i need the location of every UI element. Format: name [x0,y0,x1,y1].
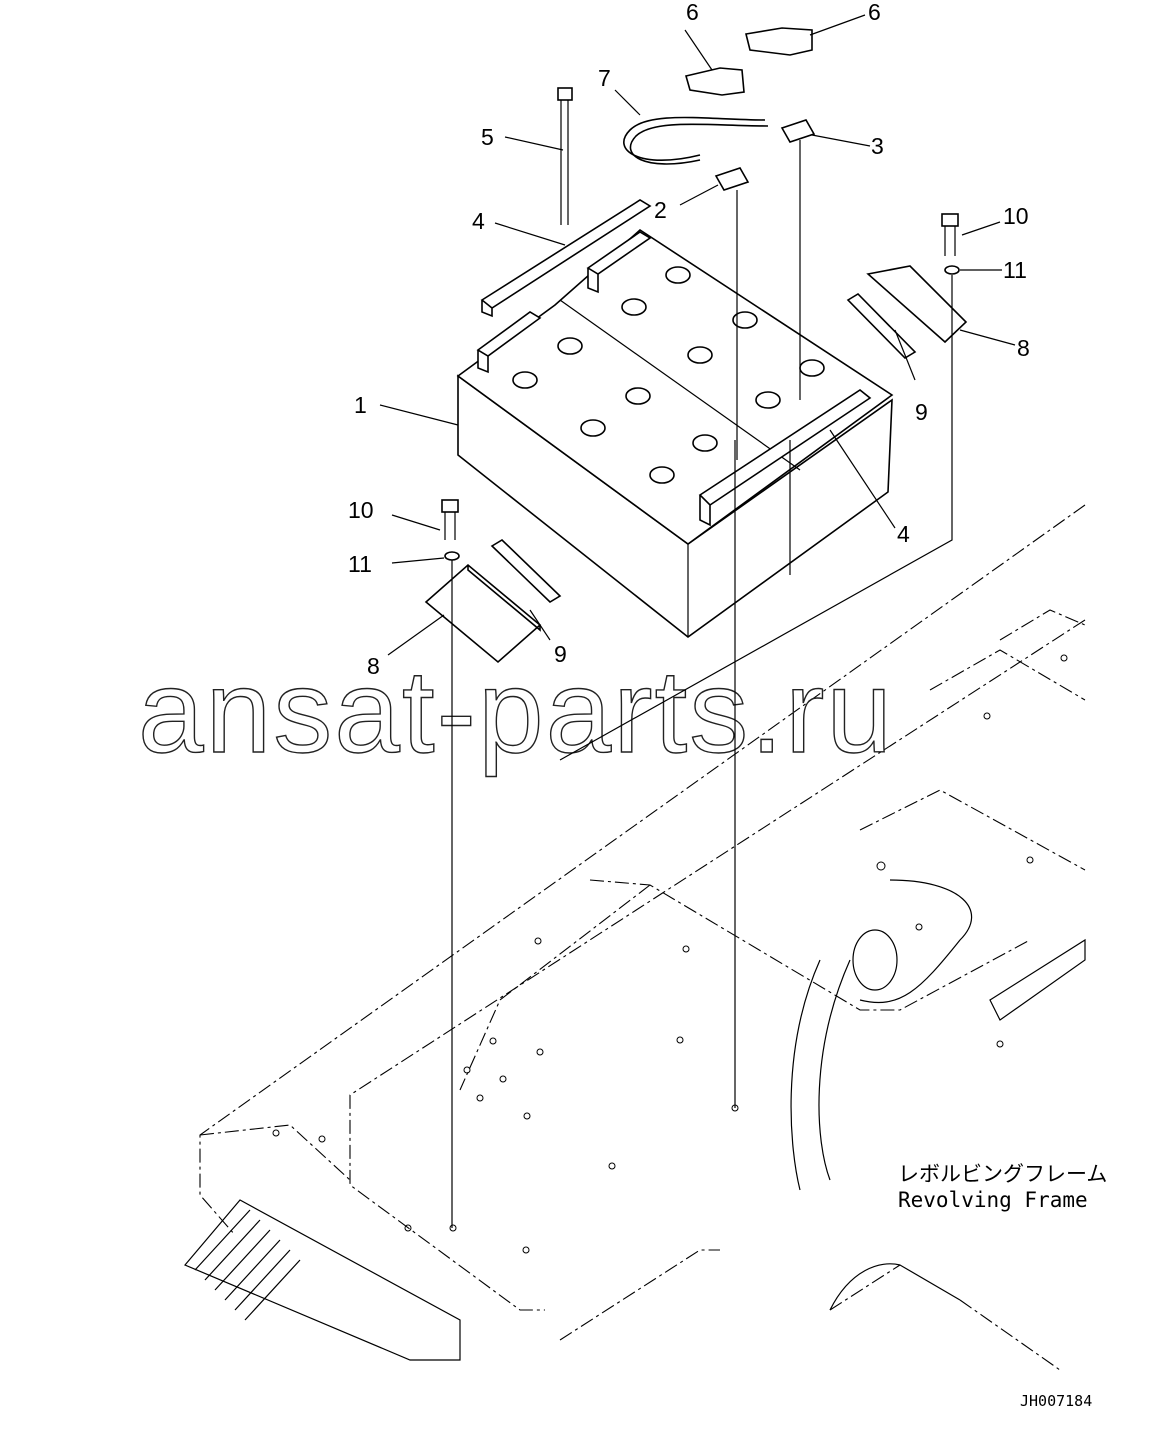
bolt-right [941,213,959,256]
bracket-right [866,265,968,344]
callout-9: 9 [915,399,928,425]
callout-10: 10 [348,497,374,523]
pad-left [490,538,562,604]
callout-6: 6 [868,0,881,25]
callout-11: 11 [348,551,372,577]
watermark: ansat-parts.ru [138,646,894,778]
terminal-minus [780,119,816,143]
callouts: 1 2 3 4 4 5 6 6 7 8 8 9 9 10 10 11 11 [348,0,1030,679]
frame-label-en: Revolving Frame [898,1188,1088,1212]
bolt-left [441,499,459,540]
callout-3: 3 [871,133,884,159]
callout-10: 10 [1003,203,1029,229]
frame-label-jp: レボルビングフレーム [898,1162,1107,1186]
terminal-cover-1 [685,67,745,96]
callout-8: 8 [367,653,380,679]
cable-inner [629,123,769,165]
washer-left [444,551,460,561]
terminal-cover-2 [745,27,813,56]
rod [557,87,573,225]
callout-4: 4 [897,521,910,547]
callout-11: 11 [1003,257,1027,283]
callout-6: 6 [686,0,699,25]
washer-right [944,265,960,275]
callout-1: 1 [354,392,367,418]
callout-9: 9 [554,641,567,667]
cable [623,116,766,162]
pad-right [846,292,917,360]
callout-leaders [379,14,1016,656]
guide-lines [451,140,953,1228]
hold-down-bar-front [698,389,872,527]
terminal-plus [714,167,750,191]
battery-caps [512,266,825,484]
callout-2: 2 [654,197,667,223]
revolving-frame [184,504,1086,1371]
drawing-id: JH007184 [1020,1392,1092,1410]
callout-4: 4 [472,208,485,234]
callout-5: 5 [481,124,494,150]
hold-down-bar-rear [480,199,652,318]
battery [456,228,894,639]
callout-7: 7 [598,65,611,91]
callout-8: 8 [1017,335,1030,361]
